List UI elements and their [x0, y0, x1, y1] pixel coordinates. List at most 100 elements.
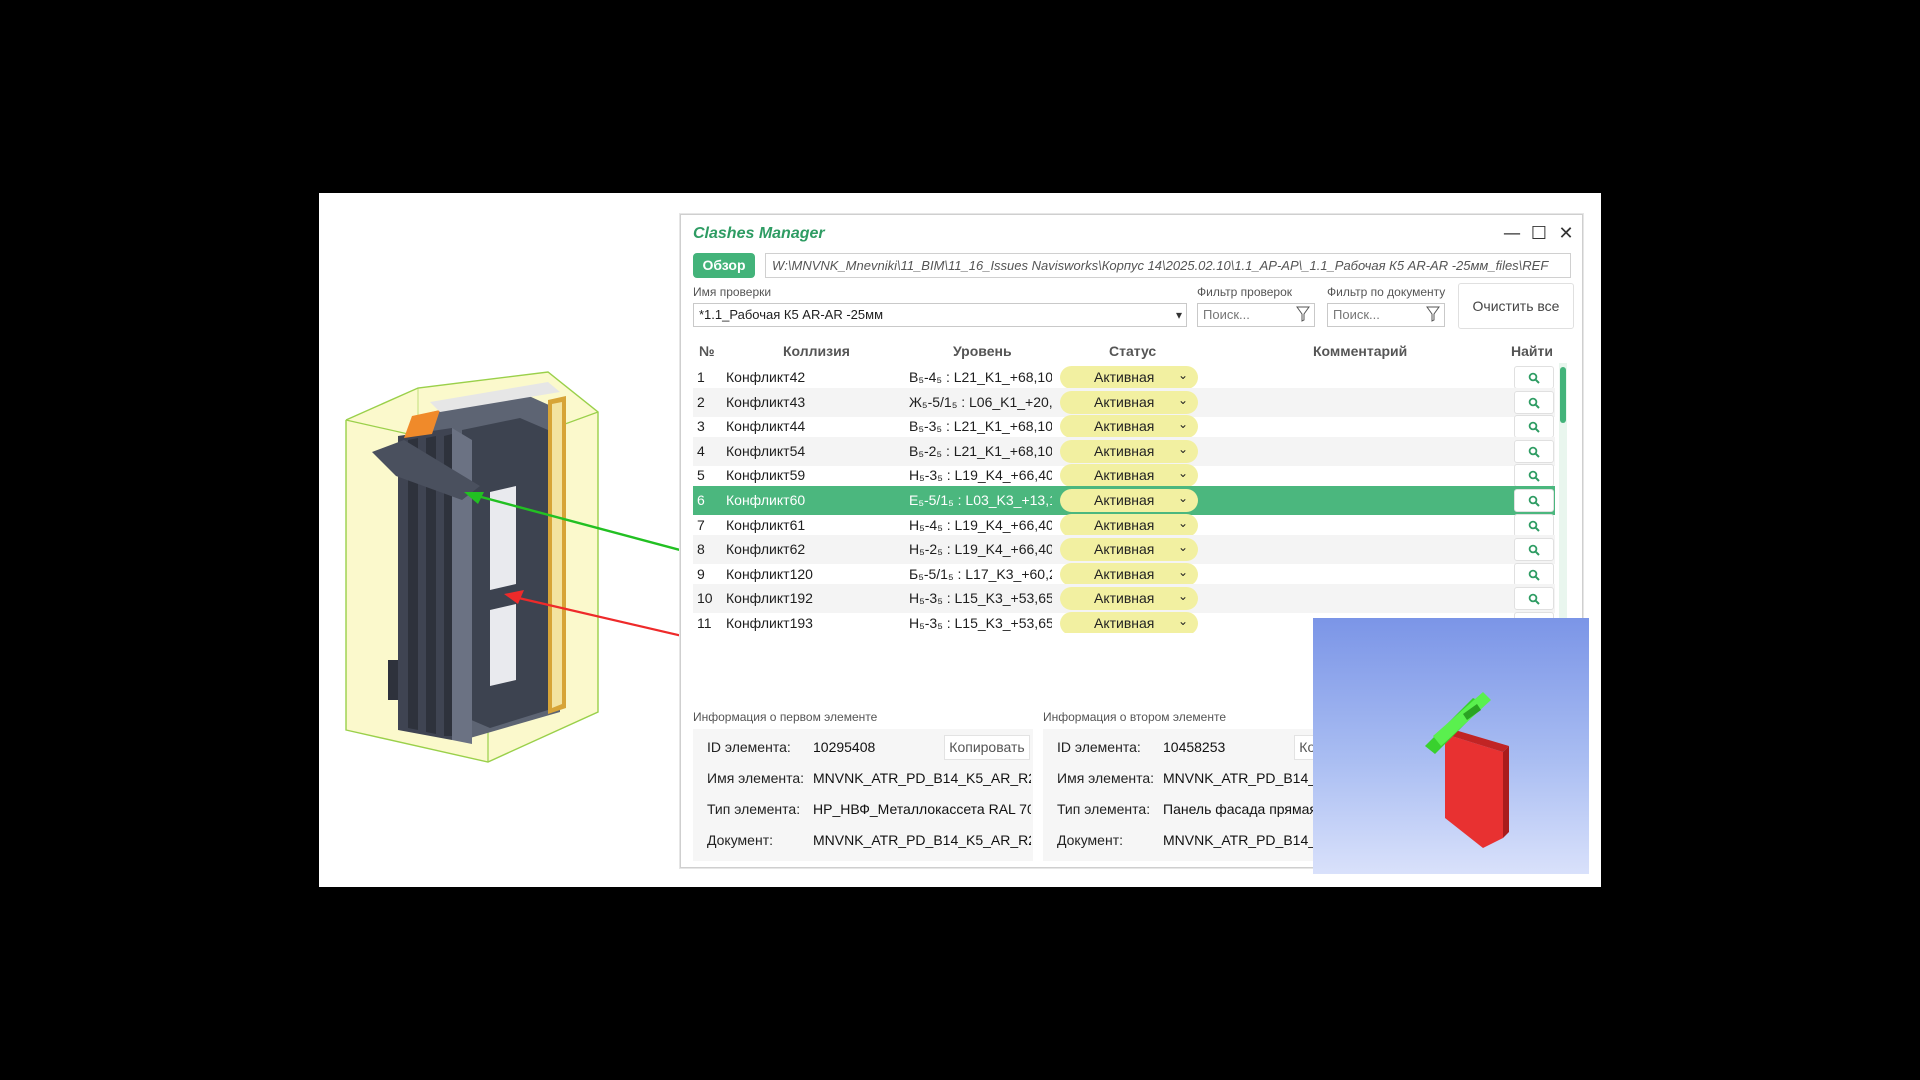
- second-id-value: 10458253: [1163, 739, 1226, 755]
- chevron-down-icon: ⌄: [1177, 368, 1188, 382]
- file-path-field[interactable]: W:\MNVNK_Mnevniki\11_BIM\11_16_Issues Na…: [765, 253, 1571, 278]
- find-button[interactable]: [1514, 439, 1554, 463]
- second-type-label: Тип элемента:: [1057, 801, 1151, 817]
- red-panel: [1445, 734, 1503, 848]
- second-type-value: Панель фасада прямая: [1163, 801, 1317, 817]
- status-select[interactable]: Активная ⌄: [1060, 538, 1198, 562]
- first-copy-button[interactable]: Копировать: [944, 735, 1030, 760]
- close-icon[interactable]: ✕: [1558, 223, 1574, 244]
- find-button[interactable]: [1514, 562, 1554, 586]
- header-comment[interactable]: Комментарий: [1313, 343, 1408, 359]
- search-icon: [1528, 569, 1540, 581]
- row-number: 6: [697, 492, 705, 508]
- find-button[interactable]: [1514, 415, 1554, 439]
- header-num: №: [699, 343, 715, 359]
- clear-all-button[interactable]: Очистить все: [1458, 283, 1574, 329]
- find-button[interactable]: [1514, 489, 1554, 512]
- row-number: 8: [697, 541, 705, 558]
- status-select[interactable]: Активная ⌄: [1060, 415, 1198, 439]
- row-number: 2: [697, 393, 705, 410]
- browse-button[interactable]: Обзор: [693, 253, 755, 278]
- row-number: 10: [697, 590, 713, 607]
- row-number: 11: [697, 615, 712, 631]
- table-scrollbar[interactable]: [1559, 363, 1567, 633]
- table-scrollbar-thumb[interactable]: [1560, 367, 1566, 423]
- chevron-down-icon: ⌄: [1177, 589, 1188, 604]
- status-select[interactable]: Активная⌄: [1060, 612, 1198, 633]
- search-icon: [1528, 397, 1540, 409]
- window-title: Clashes Manager: [693, 225, 825, 242]
- header-clash[interactable]: Коллизия: [783, 343, 850, 359]
- maximize-icon[interactable]: ☐: [1530, 223, 1548, 244]
- row-clash-name: Конфликт120: [726, 565, 813, 582]
- status-select[interactable]: Активная ⌄: [1060, 439, 1198, 463]
- first-type-label: Тип элемента:: [707, 801, 801, 817]
- status-value: Активная: [1094, 590, 1155, 607]
- search-icon: [1528, 495, 1540, 507]
- check-name-select[interactable]: *1.1_Рабочая К5 AR-AR -25мм ▾: [693, 303, 1187, 327]
- status-select[interactable]: Активная⌄: [1060, 562, 1198, 586]
- status-value: Активная: [1094, 369, 1155, 385]
- find-button[interactable]: [1514, 390, 1554, 414]
- header-level[interactable]: Уровень: [953, 343, 1012, 359]
- row-clash-name: Конфликт42: [726, 369, 806, 385]
- row-clash-name: Конфликт44: [726, 418, 806, 435]
- status-select[interactable]: Активная⌄: [1060, 489, 1198, 512]
- status-select[interactable]: Активная ⌄: [1060, 366, 1198, 389]
- status-select[interactable]: Активная⌄: [1060, 390, 1198, 414]
- find-button[interactable]: [1514, 366, 1554, 389]
- status-value: Активная: [1094, 492, 1155, 508]
- status-select[interactable]: Активная⌄: [1060, 464, 1198, 488]
- row-clash-name: Конфликт59: [726, 467, 806, 484]
- chevron-down-icon: ⌄: [1177, 614, 1188, 628]
- status-value: Активная: [1094, 516, 1155, 533]
- row-level: Е₅-5/1₅ : L03_K3_+13,15: [909, 492, 1052, 508]
- first-id-value: 10295408: [813, 739, 876, 755]
- find-button[interactable]: [1514, 464, 1554, 488]
- find-button[interactable]: [1514, 538, 1554, 562]
- find-button[interactable]: [1514, 513, 1554, 537]
- row-number: 1: [697, 369, 705, 385]
- minimize-icon[interactable]: —: [1503, 223, 1521, 244]
- chevron-down-icon: ⌄: [1177, 417, 1188, 432]
- row-level: Н₅-2₅ : L19_K4_+66,400: [909, 541, 1052, 558]
- chevron-down-icon: ⌄: [1177, 515, 1188, 530]
- row-clash-name: Конфликт193: [726, 615, 813, 631]
- row-level: Ж₅-5/1₅ : L06_K1_+20,8: [909, 393, 1052, 410]
- second-name-label: Имя элемента:: [1057, 770, 1155, 786]
- second-element-title: Информация о втором элементе: [1043, 710, 1227, 724]
- filter-icon[interactable]: [1296, 306, 1310, 322]
- chevron-down-icon: ⌄: [1177, 441, 1188, 456]
- table-header: № Коллизия Уровень Статус Комментарий На…: [693, 341, 1555, 363]
- chevron-down-icon: ⌄: [1177, 392, 1188, 407]
- header-status[interactable]: Статус: [1109, 343, 1157, 359]
- chevron-down-icon: ⌄: [1177, 540, 1188, 555]
- doc-filter-input[interactable]: Поиск...: [1327, 303, 1445, 327]
- status-select[interactable]: Активная ⌄: [1060, 513, 1198, 537]
- search-icon: [1528, 372, 1540, 384]
- status-select[interactable]: Активная ⌄: [1060, 587, 1198, 611]
- doc-filter-label: Фильтр по документу: [1327, 285, 1446, 299]
- first-element-title: Информация о первом элементе: [693, 710, 878, 724]
- find-button[interactable]: [1514, 587, 1554, 611]
- row-clash-name: Конфликт192: [726, 590, 813, 607]
- status-value: Активная: [1094, 541, 1155, 558]
- status-value: Активная: [1094, 442, 1155, 459]
- filter-icon[interactable]: [1426, 306, 1440, 322]
- first-doc-value: MNVNK_ATR_PD_B14_K5_AR_R202: [813, 832, 1031, 848]
- status-value: Активная: [1094, 418, 1155, 435]
- row-level: В₅-3₅ : L21_K1_+68,100: [909, 418, 1052, 435]
- check-filter-input[interactable]: Поиск...: [1197, 303, 1315, 327]
- first-type-value: НР_НВФ_Металлокассета RAL 702: [813, 801, 1031, 817]
- search-icon: [1528, 594, 1540, 606]
- second-doc-value: MNVNK_ATR_PD_B14_K5: [1163, 832, 1334, 848]
